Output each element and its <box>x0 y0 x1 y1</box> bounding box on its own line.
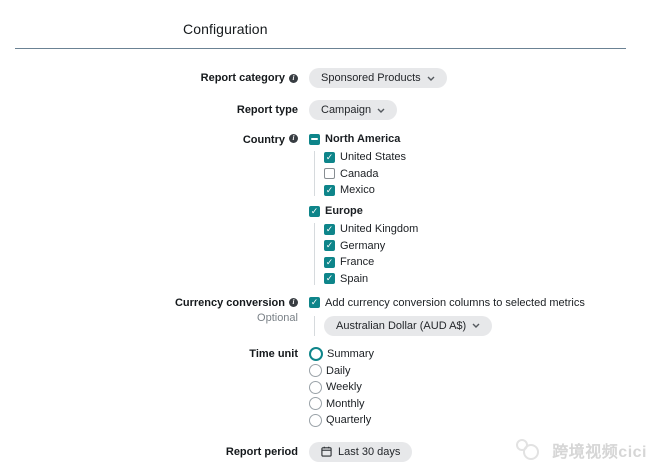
summary-radio[interactable] <box>309 346 323 361</box>
germany-checkbox[interactable] <box>324 240 335 251</box>
mexico-label[interactable]: Mexico <box>340 184 375 196</box>
currency-conversion-optional-label: Optional <box>257 311 298 324</box>
europe-label[interactable]: Europe <box>325 205 363 217</box>
country-option: United States <box>324 151 418 163</box>
watermark-logo-icon <box>516 437 544 463</box>
report-category-label: Report category <box>200 72 285 84</box>
configuration-form: Report category i Sponsored Products Rep… <box>15 49 641 462</box>
report-period-row: Report period Last 30 days <box>15 441 641 463</box>
currency-dropdown-container: Australian Dollar (AUD A$) <box>314 315 585 336</box>
country-option: France <box>324 256 418 268</box>
time-unit-option: Monthly <box>309 397 374 410</box>
summary-label[interactable]: Summary <box>327 347 375 360</box>
country-option: United Kingdom <box>324 223 418 235</box>
chevron-down-icon <box>427 76 435 81</box>
report-type-dropdown[interactable]: Campaign <box>309 100 398 120</box>
country-group-north-america: North America <box>309 133 418 145</box>
watermark: 跨境视频cici <box>516 437 647 463</box>
time-unit-option: Daily <box>309 364 374 377</box>
currency-conversion-row: Currency conversion i Optional Add curre… <box>15 297 641 336</box>
monthly-radio[interactable] <box>309 397 322 410</box>
europe-children: United Kingdom Germany France Spain <box>314 223 418 285</box>
france-label[interactable]: France <box>340 256 375 268</box>
currency-value: Australian Dollar (AUD A$) <box>336 319 467 332</box>
weekly-radio[interactable] <box>309 380 322 394</box>
north-america-children: United States Canada Mexico <box>314 151 418 196</box>
currency-conversion-label: Currency conversion <box>174 296 285 309</box>
united-kingdom-checkbox[interactable] <box>324 223 335 235</box>
time-unit-option: Weekly <box>309 380 374 394</box>
quarterly-radio[interactable] <box>309 413 322 427</box>
time-unit-options: Summary Daily Weekly Monthly <box>309 346 375 427</box>
title-divider <box>15 48 626 49</box>
country-option: Mexico <box>324 184 418 196</box>
united-states-checkbox[interactable] <box>324 151 335 163</box>
info-icon[interactable]: i <box>289 73 298 83</box>
canada-checkbox[interactable] <box>324 168 335 179</box>
france-checkbox[interactable] <box>324 256 335 268</box>
report-category-dropdown[interactable]: Sponsored Products <box>309 68 447 88</box>
time-unit-row: Time unit Summary Daily Weekly <box>15 346 641 427</box>
europe-checkbox[interactable] <box>309 205 320 217</box>
report-period-button[interactable]: Last 30 days <box>309 441 413 462</box>
country-row: Country i North America United States <box>15 133 641 285</box>
united-kingdom-label[interactable]: United Kingdom <box>340 223 419 235</box>
country-label: Country <box>242 134 285 146</box>
chevron-down-icon <box>377 108 385 113</box>
north-america-checkbox[interactable] <box>309 133 320 145</box>
time-unit-option: Summary <box>309 346 375 361</box>
daily-label[interactable]: Daily <box>326 364 351 377</box>
calendar-icon <box>321 446 332 457</box>
canada-label[interactable]: Canada <box>340 167 379 180</box>
report-period-label: Report period <box>225 445 298 458</box>
north-america-label[interactable]: North America <box>325 133 401 145</box>
currency-dropdown[interactable]: Australian Dollar (AUD A$) <box>324 315 493 336</box>
quarterly-label[interactable]: Quarterly <box>326 414 372 426</box>
country-option: Spain <box>324 273 418 285</box>
spain-checkbox[interactable] <box>324 273 335 284</box>
report-category-row: Report category i Sponsored Products <box>15 68 641 88</box>
mexico-checkbox[interactable] <box>324 184 335 196</box>
info-icon[interactable]: i <box>289 298 298 307</box>
currency-conversion-checkbox[interactable] <box>309 297 320 308</box>
watermark-text: 跨境视频cici <box>552 444 647 461</box>
spain-label[interactable]: Spain <box>340 272 369 285</box>
country-option: Canada <box>324 168 418 180</box>
chevron-down-icon <box>472 323 480 328</box>
time-unit-label: Time unit <box>249 347 298 360</box>
report-category-value: Sponsored Products <box>321 72 421 84</box>
weekly-label[interactable]: Weekly <box>326 381 362 393</box>
currency-conversion-checkbox-label[interactable]: Add currency conversion columns to selec… <box>325 296 585 309</box>
page-title: Configuration <box>183 21 268 37</box>
info-icon[interactable]: i <box>289 134 298 143</box>
time-unit-option: Quarterly <box>309 413 374 427</box>
report-type-row: Report type Campaign <box>15 100 641 120</box>
germany-label[interactable]: Germany <box>340 239 386 252</box>
country-option: Germany <box>324 240 418 252</box>
monthly-label[interactable]: Monthly <box>326 397 365 410</box>
report-period-value: Last 30 days <box>338 445 401 458</box>
daily-radio[interactable] <box>309 364 322 377</box>
report-type-value: Campaign <box>321 104 372 116</box>
currency-conversion-checkbox-row: Add currency conversion columns to selec… <box>309 297 585 309</box>
country-group-europe: Europe <box>309 205 418 217</box>
report-type-label: Report type <box>236 104 298 116</box>
united-states-label[interactable]: United States <box>340 151 407 163</box>
